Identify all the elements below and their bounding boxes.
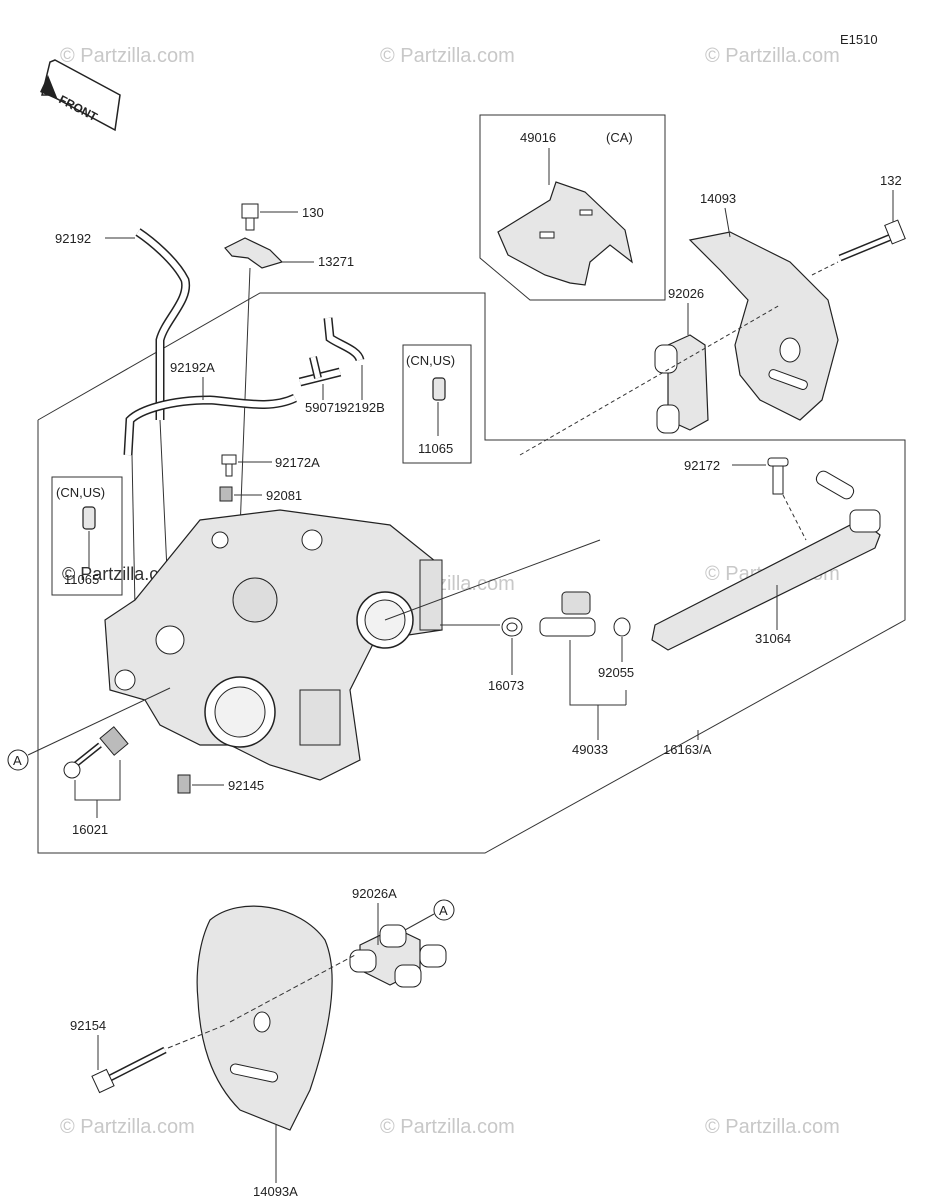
throttle-body [104, 509, 443, 781]
part-label-92145: 92145 [228, 778, 264, 793]
part-label-31064: 31064 [755, 631, 791, 646]
clamp-13271 [224, 237, 284, 269]
watermark: © Partzilla.com [380, 45, 515, 67]
part-label-11065: 11065 [418, 441, 453, 456]
part-label-92192: 92192 [55, 231, 91, 246]
callout-a-bottom [433, 899, 455, 921]
part-label-92172A: 92172A [275, 455, 320, 470]
part-label-16073: 16073 [488, 678, 524, 693]
bolt-92154 [91, 1046, 167, 1094]
joint-59071 [298, 356, 342, 387]
part-label-59071: 59071 [305, 400, 341, 415]
bolt-92172 [767, 457, 789, 495]
spring-92081 [219, 486, 233, 502]
part-label-92055: 92055 [598, 665, 634, 680]
cn-us-box-left [51, 476, 123, 596]
region-label-ca: (CA) [606, 130, 633, 145]
bolt-130 [241, 203, 259, 231]
spacer-92026A [349, 924, 447, 988]
heat-shield-14093A [196, 905, 333, 1131]
part-label-14093A: 14093A [253, 1184, 298, 1199]
heat-shield-14093 [688, 231, 839, 421]
part-label-132: 132 [880, 173, 902, 188]
spacer-92026 [654, 334, 709, 434]
callout-a-text: A [13, 753, 22, 768]
part-label-16163A: 16163/A [663, 742, 712, 757]
part-label-92192B: 92192B [340, 400, 385, 415]
callout-a-bottom-text: A [439, 903, 448, 918]
diagram-code: E1510 [840, 32, 878, 47]
region-label-cn-us-right: (CN,US) [406, 353, 455, 368]
part-label-14093: 14093 [700, 191, 736, 206]
part-label-92172: 92172 [684, 458, 720, 473]
assembly-outline [37, 292, 906, 854]
watermark: © Partzilla.com [705, 45, 840, 67]
cn-us-box-right [402, 344, 472, 464]
part-label-130: 130 [302, 205, 324, 220]
bracket-49016 [497, 181, 633, 286]
injector-49033 [539, 591, 596, 637]
region-label-cn-us-left: (CN,US) [56, 485, 105, 500]
spring-92145 [177, 774, 191, 794]
part-label-11065-left: 11065 [64, 572, 99, 587]
part-label-49033: 49033 [572, 742, 608, 757]
fuel-rail-31064 [651, 470, 881, 651]
part-label-13271: 13271 [318, 254, 354, 269]
callout-a [7, 749, 29, 771]
watermark: © Partzilla.com [380, 1116, 515, 1138]
part-label-92081: 92081 [266, 488, 302, 503]
screw-16021 [63, 726, 129, 779]
watermark: © Partzilla.com [60, 1116, 195, 1138]
watermark: © Partzilla.com [705, 1116, 840, 1138]
part-label-92192A: 92192A [170, 360, 215, 375]
part-label-92154: 92154 [70, 1018, 106, 1033]
part-label-49016: 49016 [520, 130, 556, 145]
screw-92172A [221, 454, 237, 477]
ca-bracket-box [479, 114, 666, 301]
part-label-92026: 92026 [668, 286, 704, 301]
part-label-92026A: 92026A [352, 886, 397, 901]
front-arrow-icon: FRONT [40, 59, 121, 132]
bolt-132 [838, 219, 906, 262]
watermark: © Partzilla.com [60, 45, 195, 67]
part-label-16021: 16021 [72, 822, 108, 837]
